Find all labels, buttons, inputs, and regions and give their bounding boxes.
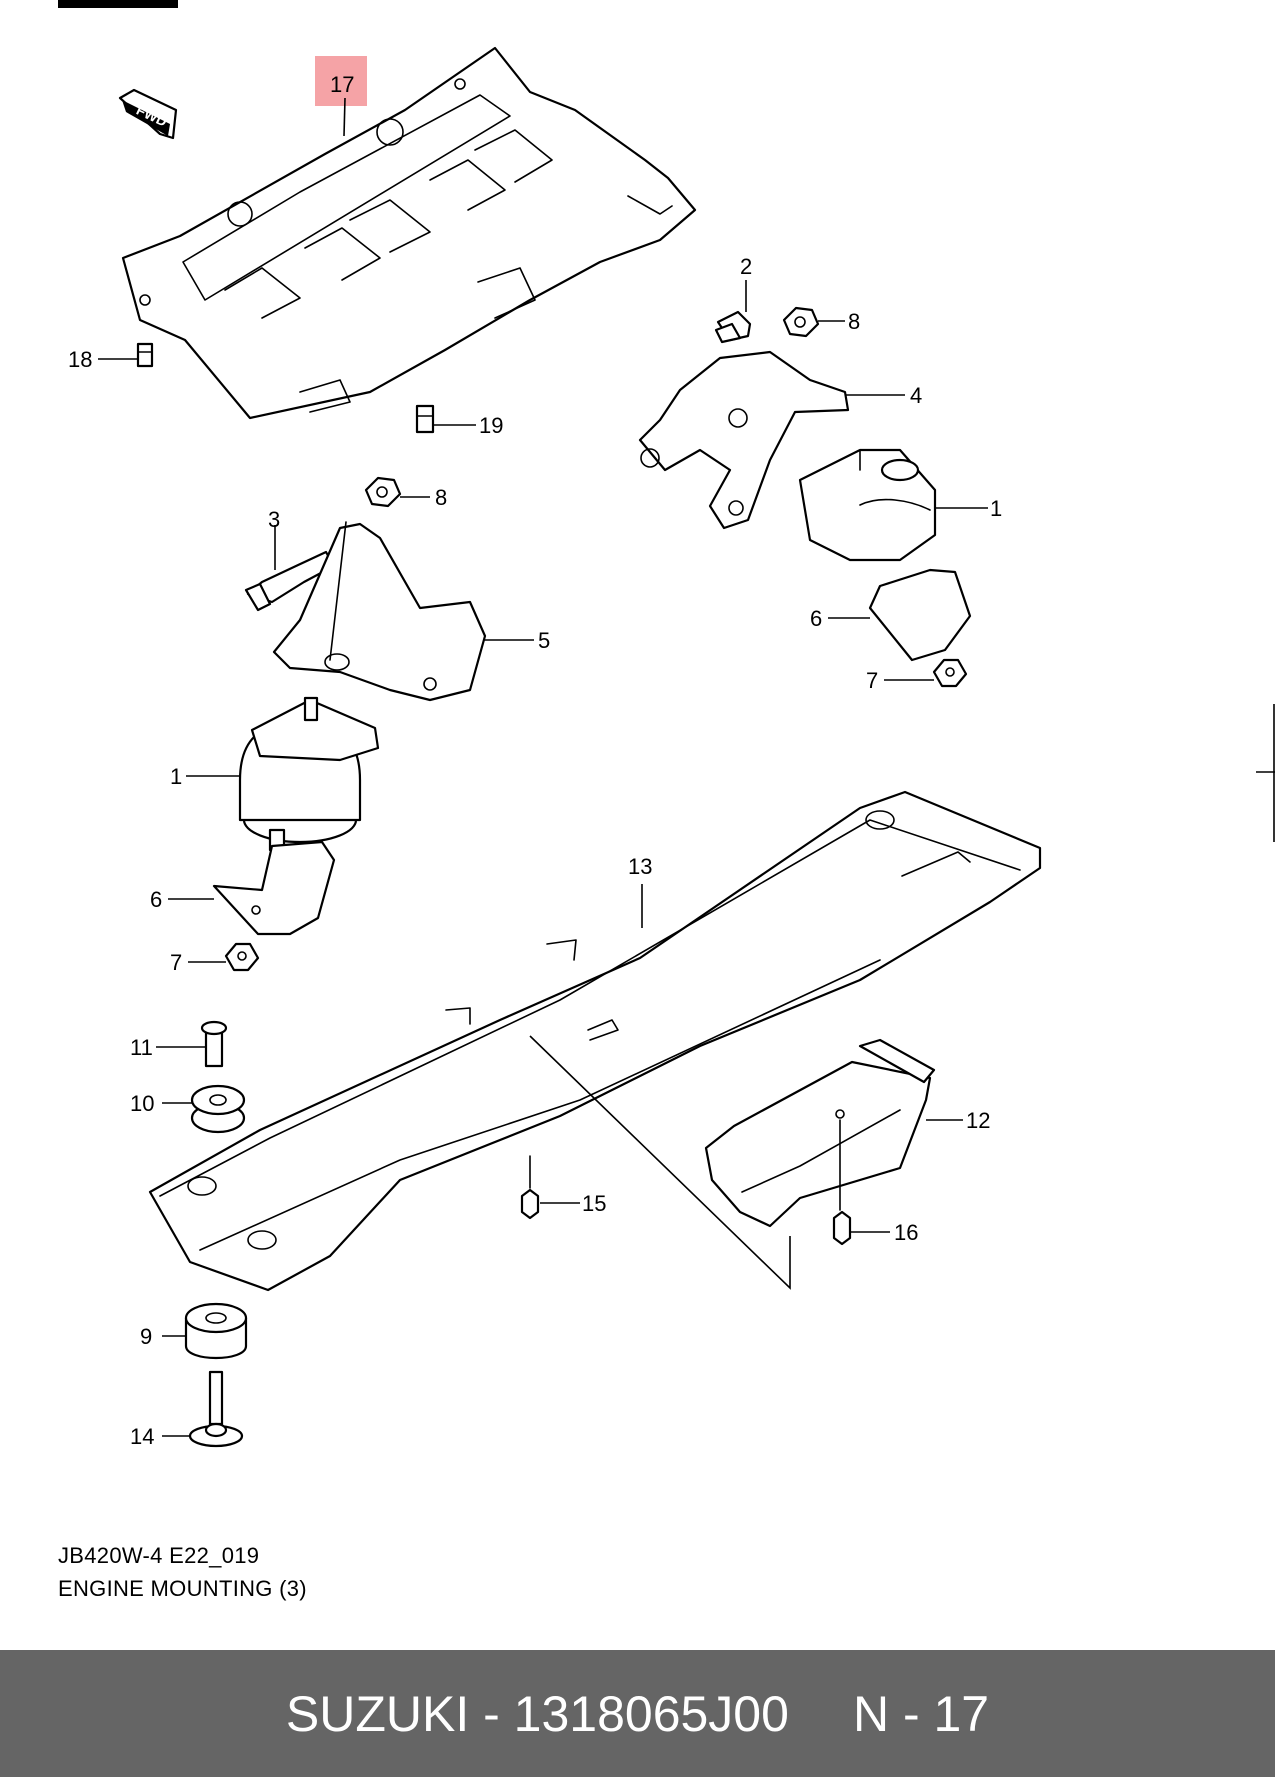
part-11-collar[interactable] bbox=[200, 1020, 228, 1068]
part-8-nut-middle[interactable] bbox=[364, 476, 402, 508]
part-6-plate-upper[interactable] bbox=[868, 568, 972, 662]
part-17-under-cover[interactable] bbox=[121, 46, 697, 420]
part-5-bracket[interactable] bbox=[272, 521, 487, 702]
callout-6-upper[interactable]: 6 bbox=[810, 606, 822, 631]
callout-7-upper[interactable]: 7 bbox=[866, 668, 878, 693]
callout-7-lower[interactable]: 7 bbox=[170, 950, 182, 975]
part-16-bolt[interactable] bbox=[832, 1119, 852, 1246]
part-12-transmission-mount[interactable] bbox=[704, 1038, 936, 1228]
callout-17[interactable]: 17 bbox=[330, 72, 354, 97]
callout-5[interactable]: 5 bbox=[538, 628, 550, 653]
callout-6-lower[interactable]: 6 bbox=[150, 887, 162, 912]
callout-18[interactable]: 18 bbox=[68, 347, 92, 372]
part-4-bracket[interactable] bbox=[638, 350, 850, 530]
figure-title-remnant bbox=[58, 0, 178, 8]
part-7-nut-upper[interactable] bbox=[932, 658, 968, 688]
footer-part-ref: SUZUKI - 1318065J00 bbox=[285, 1685, 789, 1742]
highlight-box-17 bbox=[315, 56, 367, 106]
part-15-bolt[interactable] bbox=[520, 1155, 540, 1220]
figure-title: ENGINE MOUNTING (3) bbox=[58, 1576, 307, 1601]
callout-15[interactable]: 15 bbox=[582, 1191, 606, 1216]
callout-13[interactable]: 13 bbox=[628, 854, 652, 879]
part-7-nut-lower[interactable] bbox=[224, 942, 260, 972]
footer-bar: SUZUKI - 1318065J00 N - 17 bbox=[0, 1650, 1275, 1777]
callout-1-lower[interactable]: 1 bbox=[170, 764, 182, 789]
callout-9[interactable]: 9 bbox=[140, 1324, 152, 1349]
callout-2[interactable]: 2 bbox=[740, 254, 752, 279]
part-8-nut-upper[interactable] bbox=[782, 306, 820, 338]
callout-8-upper[interactable]: 8 bbox=[848, 309, 860, 334]
callout-1-upper[interactable]: 1 bbox=[990, 496, 1002, 521]
callout-19[interactable]: 19 bbox=[479, 413, 503, 438]
part-2-bolt[interactable] bbox=[714, 310, 752, 344]
callout-16[interactable]: 16 bbox=[894, 1220, 918, 1245]
part-13-crossmember[interactable] bbox=[148, 790, 1042, 1292]
exploded-parts-diagram: FWD 17 18 19 2 bbox=[58, 0, 1275, 1449]
part-9-cushion[interactable] bbox=[184, 1302, 248, 1360]
callout-8-middle[interactable]: 8 bbox=[435, 485, 447, 510]
part-1-engine-mount-lower[interactable] bbox=[238, 696, 380, 852]
part-1-engine-mount-upper[interactable] bbox=[798, 448, 937, 562]
footer-position-ref: N - 17 bbox=[852, 1685, 990, 1742]
callout-12[interactable]: 12 bbox=[966, 1108, 990, 1133]
part-19-clip[interactable] bbox=[415, 404, 435, 434]
figure-code: JB420W-4 E22_019 bbox=[58, 1543, 260, 1568]
part-10-cushion[interactable] bbox=[190, 1084, 246, 1134]
callout-4[interactable]: 4 bbox=[910, 383, 922, 408]
part-14-bolt[interactable] bbox=[188, 1370, 244, 1448]
callout-14[interactable]: 14 bbox=[130, 1424, 154, 1449]
callout-11[interactable]: 11 bbox=[130, 1035, 153, 1060]
fwd-arrow-icon: FWD bbox=[118, 88, 178, 140]
callout-10[interactable]: 10 bbox=[130, 1091, 154, 1116]
callout-3[interactable]: 3 bbox=[268, 507, 280, 532]
part-18-clip[interactable] bbox=[136, 342, 154, 368]
part-6-plate-lower[interactable] bbox=[212, 840, 336, 936]
